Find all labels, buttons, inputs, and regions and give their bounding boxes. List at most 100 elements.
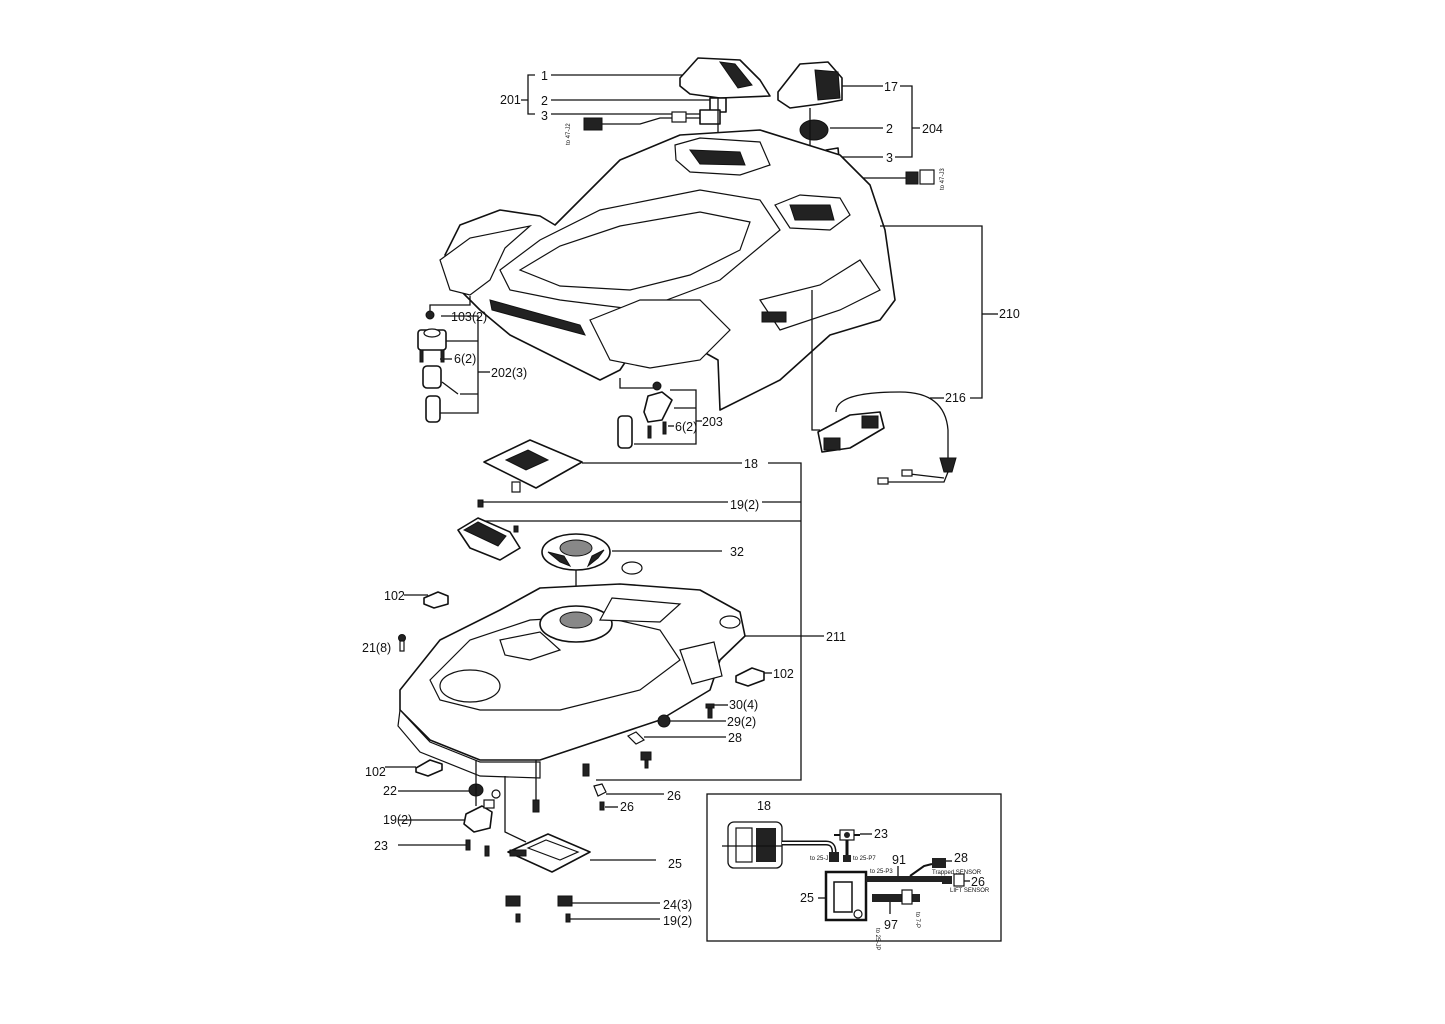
inset-label-25: 25 [800,891,814,905]
part-102-pad [415,759,443,777]
part-19-screw [599,801,605,811]
part-19-screw [565,913,571,923]
left-small-parts: 102 21(8) 102 22 19(2) 23 [362,589,501,857]
grommet [939,457,957,473]
inset-board-25-hole [853,909,863,919]
part-6-screw [465,839,471,851]
part-30-screw-head [705,703,715,709]
board-connector [509,849,527,857]
sensor-magnet [491,789,501,799]
front-fender-left [439,224,533,296]
group-210: 210 216 [811,225,1020,485]
group-203: 6(2) 203 [617,378,723,449]
inset-wire-28 [909,863,933,877]
mount-hole [423,328,441,338]
inset-label-97: 97 [884,918,898,932]
part-1-ribs [718,61,753,89]
group-201: 201 1 2 3 to 47-J2 [500,57,771,150]
part-23-sensor [463,805,493,833]
inset-harness-91 [866,876,942,882]
battery-plate [599,597,682,623]
note-to-25-j: to 25-J [810,856,828,862]
callout-22: 22 [383,784,397,798]
leader-shell-to-202 [429,296,471,315]
callout-2: 2 [541,94,548,108]
callout-102: 102 [384,589,405,603]
inset-ribbon-18-inner [782,842,835,853]
sensor-block [861,415,879,429]
inset-conn-28 [932,858,946,868]
right-small-parts: 102 30(4) 29(2) 28 [626,667,794,769]
part-19-screw [477,499,484,508]
motor-hub-center [559,611,593,629]
caster-mount [643,391,673,423]
nut [652,381,662,391]
inset-conn-26 [942,876,952,884]
note-to-47-j3: to 47-J3 [940,168,946,190]
callout-103: 103(2) [451,310,487,324]
leader-sensor-axis [811,290,820,431]
callout-203: 203 [702,415,723,429]
part-6-screw [647,425,652,439]
callout-18: 18 [744,457,758,471]
callout-30: 30(4) [729,698,758,712]
part-19-screw [515,913,521,923]
callout-3: 3 [541,109,548,123]
inset-label-18: 18 [757,799,771,813]
clip [582,763,590,777]
bracket-210 [880,225,983,399]
wiring-inset: 18 to 25-J 23 to 25-P7 25 to 25-P3 91 28… [706,793,1002,950]
callout-24: 24(3) [663,898,692,912]
bracket-201 [521,74,535,115]
group-32: 32 [541,533,744,612]
cable-216 [835,391,949,458]
part-103-nut [425,310,435,320]
inset-sensor-23-dot [844,832,850,838]
sensor-block [823,437,841,451]
callout-201: 201 [500,93,521,107]
inset-display-keypad [756,828,776,862]
callout-204: 204 [922,122,943,136]
callout-26: 26 [667,789,681,803]
part-17-ribs [814,69,841,101]
body-shell [429,129,896,411]
front-grille [489,299,586,336]
knob-center [559,539,593,557]
part-3-connector [699,109,721,125]
screw [644,759,649,769]
board-display [526,839,580,861]
screw [513,525,519,533]
inset-label-23: 23 [874,827,888,841]
inset-board-25-window [833,881,853,913]
caster-spacer [617,415,633,449]
group-18-19: 18 19(2) [457,439,802,781]
inline-connector [671,111,687,123]
display-clip [511,481,521,493]
note-to-7-p: to 7-P [914,912,920,928]
lead-terminal [901,469,913,477]
display-recess [499,631,562,661]
side-panel [759,259,881,331]
callout-1: 1 [541,69,548,83]
note-to-25-jp: to 25-JP [874,928,880,950]
callout-23: 19(2) [383,813,412,827]
part-28-sensor [626,731,646,745]
knob-fins [547,549,605,568]
part-6-screw [484,845,490,857]
stop-recess [439,669,501,703]
callout-19: 26 [620,800,634,814]
inset-label-26: 26 [971,875,985,889]
note-to-25-p3: to 25-P3 [870,869,893,875]
callout-2: 2 [886,122,893,136]
callout-17: 17 [884,80,898,94]
plug-end [919,169,935,185]
lead-terminal [877,477,889,485]
shell-top-inner [518,211,751,291]
inset-harness-97-conn [901,889,913,905]
bracket-202 [440,315,479,414]
group-204: 17 2 204 3 to 47-J3 [777,61,946,210]
callout-210: 210 [999,307,1020,321]
part-6-screw [419,349,424,363]
part-6-screw [662,421,667,435]
